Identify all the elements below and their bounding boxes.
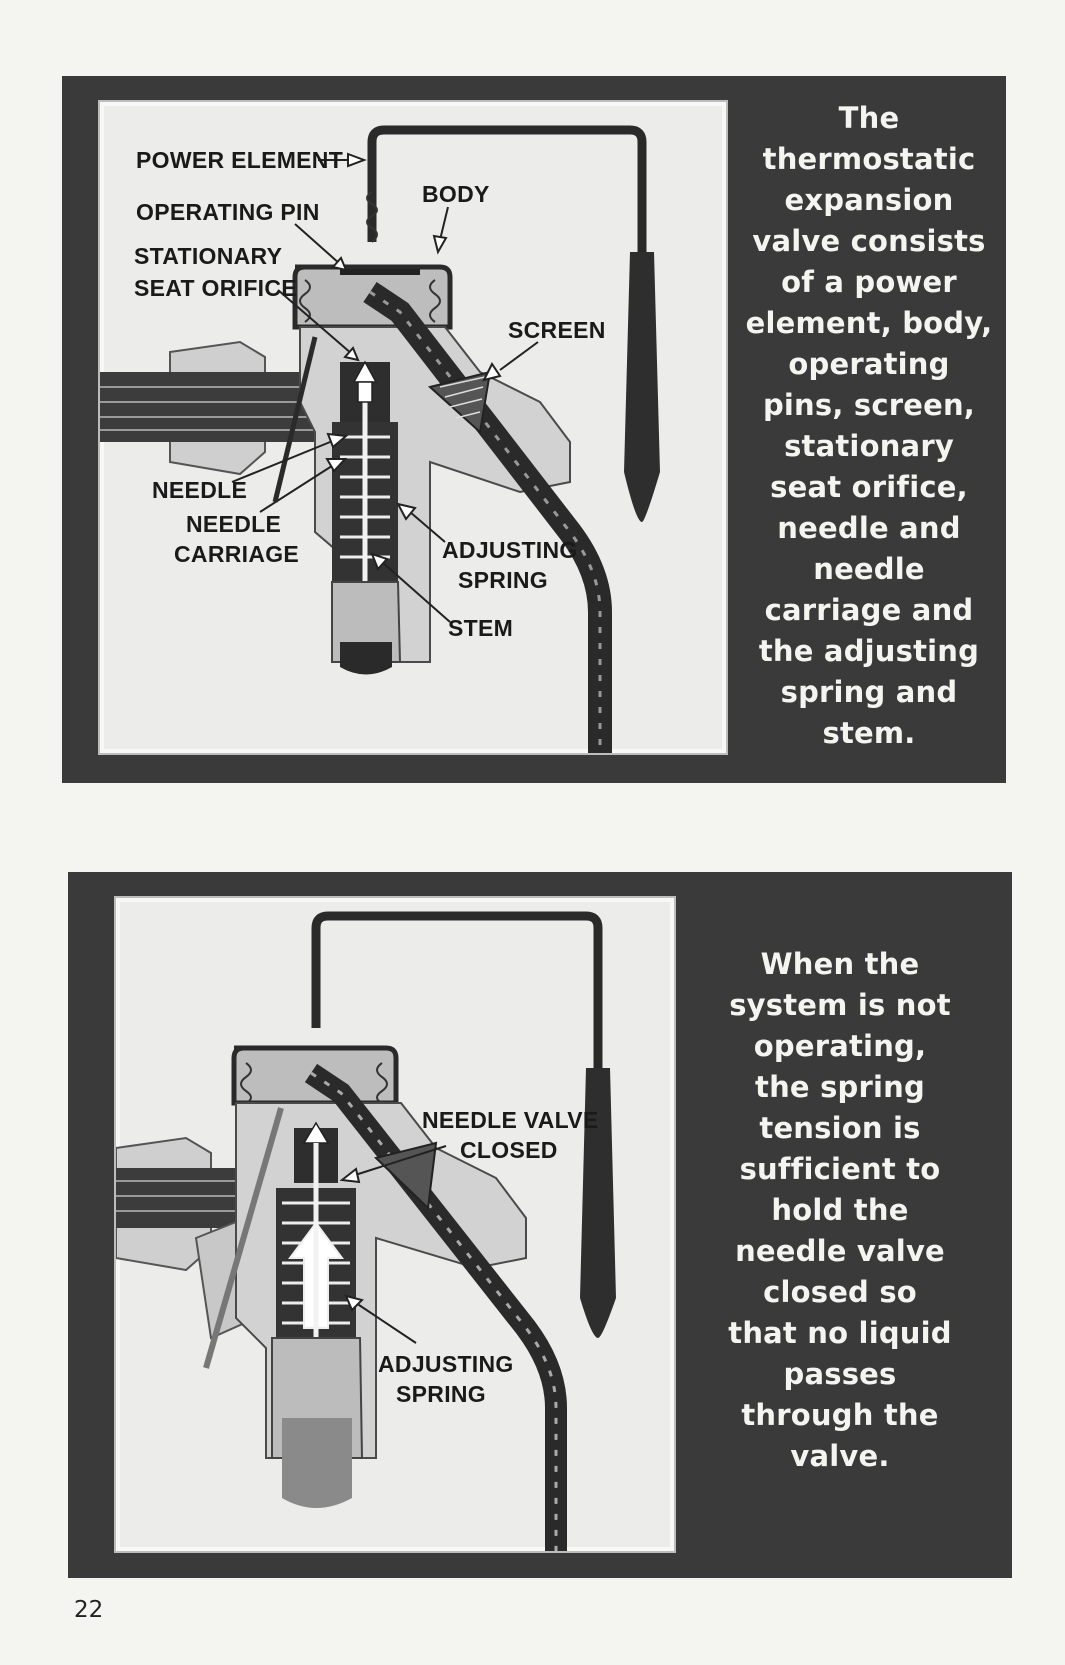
label-stem: STEM bbox=[448, 615, 513, 641]
caption-line: sufficient to bbox=[739, 1152, 941, 1186]
diagram-panel-valve-parts: POWER ELEMENT OPERATING PIN BODY STATION… bbox=[62, 76, 1006, 783]
caption-line: expansion bbox=[784, 183, 954, 217]
caption-line: of a power bbox=[781, 265, 957, 299]
valve-cutaway-drawing: POWER ELEMENT OPERATING PIN BODY STATION… bbox=[100, 125, 660, 753]
valve-closed-illustration: NEEDLE VALVE CLOSED ADJUSTING SPRING bbox=[114, 896, 676, 1553]
caption-line: pins, screen, bbox=[762, 388, 976, 422]
caption-line: the spring bbox=[755, 1070, 925, 1104]
valve-parts-illustration: POWER ELEMENT OPERATING PIN BODY STATION… bbox=[98, 100, 728, 755]
caption-line: spring and bbox=[780, 675, 958, 709]
caption-line: The bbox=[838, 101, 900, 135]
caption-line: needle bbox=[813, 552, 925, 586]
label-adjusting: ADJUSTING bbox=[378, 1351, 514, 1377]
label-spring: SPRING bbox=[458, 567, 548, 593]
caption-line: operating, bbox=[753, 1029, 927, 1063]
caption-line: thermostatic bbox=[762, 142, 976, 176]
caption-line: needle valve bbox=[735, 1234, 945, 1268]
label-screen: SCREEN bbox=[508, 317, 606, 343]
caption-line: When the bbox=[760, 947, 920, 981]
label-operating-pin: OPERATING PIN bbox=[136, 199, 320, 225]
caption-valve-parts: The thermostatic expansion valve consist… bbox=[738, 98, 1000, 754]
label-spring: SPRING bbox=[396, 1381, 486, 1407]
label-needle-valve: NEEDLE VALVE bbox=[422, 1107, 599, 1133]
caption-line: stationary bbox=[784, 429, 954, 463]
caption-line: hold the bbox=[771, 1193, 909, 1227]
caption-line: the adjusting bbox=[758, 634, 980, 668]
caption-line: carriage and bbox=[764, 593, 974, 627]
label-closed: CLOSED bbox=[460, 1137, 558, 1163]
label-stationary: STATIONARY bbox=[134, 243, 282, 269]
label-seat-orifice: SEAT ORIFICE bbox=[134, 275, 297, 301]
caption-line: operating bbox=[788, 347, 950, 381]
page-number: 22 bbox=[74, 1597, 104, 1623]
caption-valve-closed: When the system is not operating, the sp… bbox=[680, 944, 1000, 1477]
label-needle-carriage-2: CARRIAGE bbox=[174, 541, 299, 567]
label-needle-carriage-1: NEEDLE bbox=[186, 511, 281, 537]
diagram-panel-valve-closed: NEEDLE VALVE CLOSED ADJUSTING SPRING Whe… bbox=[68, 872, 1012, 1578]
valve-closed-cutaway-drawing: NEEDLE VALVE CLOSED ADJUSTING SPRING bbox=[116, 911, 616, 1551]
caption-line: tension is bbox=[759, 1111, 921, 1145]
caption-line: that no liquid bbox=[728, 1316, 952, 1350]
caption-line: seat orifice, bbox=[770, 470, 968, 504]
label-power-element: POWER ELEMENT bbox=[136, 147, 343, 173]
label-body: BODY bbox=[422, 181, 490, 207]
caption-line: valve. bbox=[790, 1439, 890, 1473]
caption-line: valve consists bbox=[752, 224, 986, 258]
caption-line: needle and bbox=[777, 511, 961, 545]
caption-line: system is not bbox=[729, 988, 951, 1022]
caption-line: stem. bbox=[822, 716, 916, 750]
label-needle: NEEDLE bbox=[152, 477, 247, 503]
caption-line: closed so bbox=[763, 1275, 917, 1309]
caption-line: element, body, bbox=[745, 306, 993, 340]
label-adjusting: ADJUSTING bbox=[442, 537, 578, 563]
caption-line: passes bbox=[783, 1357, 897, 1391]
caption-line: through the bbox=[741, 1398, 939, 1432]
